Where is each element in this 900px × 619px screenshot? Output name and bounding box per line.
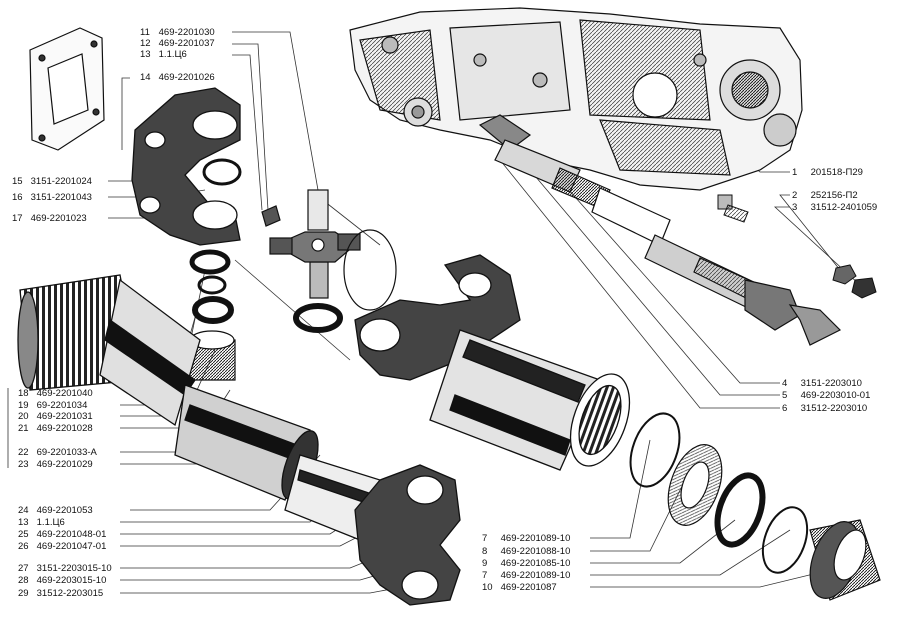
callout-20: 20 469-2201031 [18, 411, 93, 422]
callout-9: 9 469-2201085-10 [482, 558, 571, 569]
callout-23: 23 469-2201029 [18, 459, 93, 470]
bolt-and-nuts [717, 194, 877, 299]
snap-ring [343, 229, 397, 311]
callout-27: 27 3151-2203015-10 [18, 563, 112, 574]
callout-10: 10 469-2201087 [482, 582, 557, 593]
callout-11: 11 469-2201030 [140, 27, 215, 38]
seal-stack [189, 249, 236, 381]
callout-8: 8 469-2201088-10 [482, 546, 571, 557]
callout-13b: 13 1.1.Ц6 [18, 517, 65, 528]
gasket-plate [29, 27, 105, 151]
front-propeller-shaft [478, 114, 842, 346]
callout-7: 7 469-2201089-10 [482, 533, 571, 544]
callout-12: 12 469-2201037 [140, 38, 215, 49]
callout-4: 4 3151-2203010 [782, 378, 862, 389]
callout-15: 15 3151-2201024 [12, 176, 92, 187]
callout-22: 22 69-2201033-А [18, 447, 97, 458]
callout-21: 21 469-2201028 [18, 423, 93, 434]
callout-28: 28 469-2203015-10 [18, 575, 107, 586]
callout-18: 18 469-2201040 [18, 388, 93, 399]
transfer-case-housing [349, 7, 803, 191]
callout-14: 14 469-2201026 [140, 72, 215, 83]
callout-24: 24 469-2201053 [18, 505, 93, 516]
callout-1: 1 201518-П29 [792, 167, 863, 178]
callout-17: 17 469-2201023 [12, 213, 87, 224]
ring-stack [629, 412, 881, 601]
callout-26: 26 469-2201047-01 [18, 541, 107, 552]
lower-yoke [354, 464, 461, 606]
callout-5: 5 469-2203010-01 [782, 390, 871, 401]
callout-6: 6 31512-2203010 [782, 403, 868, 414]
callout-25: 25 469-2201048-01 [18, 529, 107, 540]
callout-19: 19 69-2201034 [18, 400, 88, 411]
callout-3: 3 31512-2401059 [792, 202, 878, 213]
callout-16: 16 3151-2201043 [12, 192, 92, 203]
callout-29: 29 31512-2203015 [18, 588, 104, 599]
callout-2: 2 252156-П2 [792, 190, 858, 201]
callout-13: 13 1.1.Ц6 [140, 49, 187, 60]
propeller-shaft [17, 274, 381, 541]
callout-7b: 7 469-2201089-10 [482, 570, 571, 581]
slip-yoke [354, 254, 631, 471]
flange-yoke [131, 87, 242, 246]
